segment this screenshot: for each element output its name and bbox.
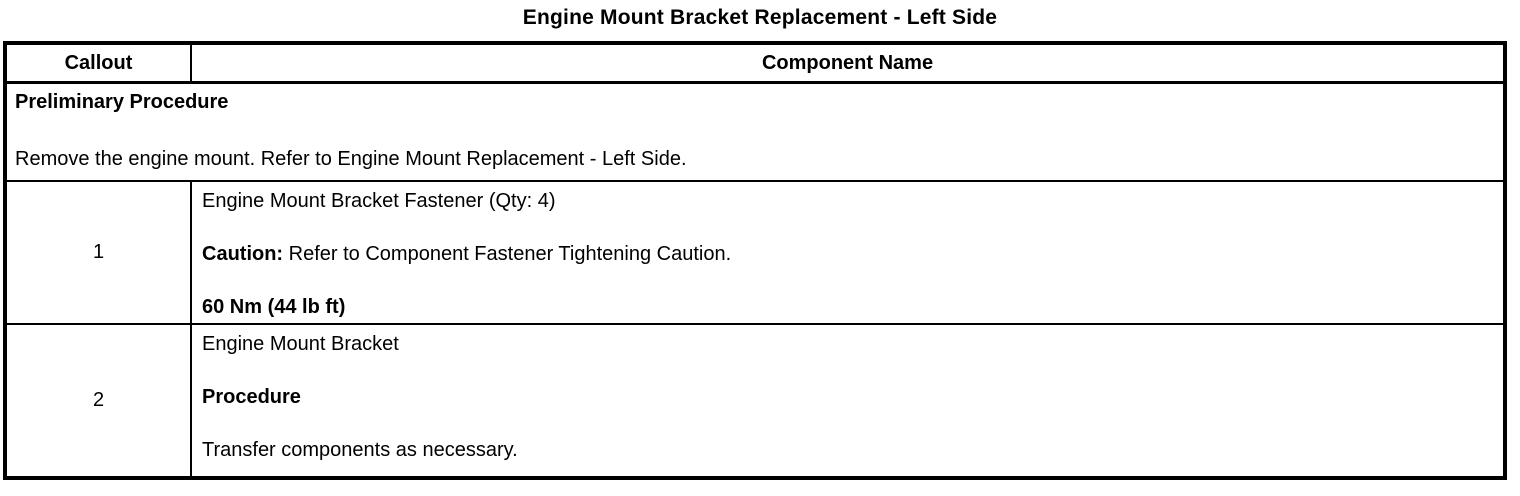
- callout-number: 1: [92, 241, 105, 263]
- preliminary-procedure-instruction: Remove the engine mount. Refer to Engine…: [15, 148, 687, 170]
- torque-line: 60 Nm (44 lb ft): [202, 296, 1493, 319]
- preliminary-procedure-heading: Preliminary Procedure: [15, 91, 1493, 114]
- preliminary-procedure-cell: Preliminary Procedure Remove the engine …: [7, 84, 1503, 180]
- callout-number-cell: 2: [7, 325, 192, 476]
- component-line: Engine Mount Bracket: [202, 333, 1493, 356]
- caution-line: Caution: Refer to Component Fastener Tig…: [202, 243, 1493, 266]
- table-row-callout-1: 1 Engine Mount Bracket Fastener (Qty: 4)…: [7, 180, 1503, 323]
- callout-number: 2: [92, 389, 105, 411]
- component-table: Callout Component Name Preliminary Proce…: [3, 41, 1507, 480]
- column-header-callout: Callout: [7, 45, 192, 81]
- procedure-label: Procedure: [202, 386, 301, 408]
- component-name-text: Engine Mount Bracket Fastener (Qty: 4): [202, 190, 556, 212]
- caution-label: Caution:: [202, 243, 284, 265]
- table-header-row: Callout Component Name: [7, 45, 1503, 84]
- caution-text: Refer to Component Fastener Tightening C…: [283, 243, 732, 265]
- procedure-instruction-text: Transfer components as necessary.: [202, 439, 518, 461]
- table-row-callout-2: 2 Engine Mount Bracket Procedure Transfe…: [7, 323, 1503, 476]
- component-name-cell: Engine Mount Bracket Procedure Transfer …: [192, 325, 1503, 476]
- column-header-component-name: Component Name: [761, 51, 934, 74]
- table-row-preliminary: Preliminary Procedure Remove the engine …: [7, 84, 1503, 180]
- component-name-cell: Engine Mount Bracket Fastener (Qty: 4) C…: [192, 182, 1503, 323]
- callout-number-cell: 1: [7, 182, 192, 323]
- component-name-text: Engine Mount Bracket: [202, 333, 399, 355]
- preliminary-procedure-label: Preliminary Procedure: [15, 91, 229, 113]
- page-title: Engine Mount Bracket Replacement - Left …: [522, 6, 998, 29]
- preliminary-procedure-text: Remove the engine mount. Refer to Engine…: [15, 148, 1493, 171]
- procedure-instruction-line: Transfer components as necessary.: [202, 439, 1493, 462]
- torque-spec: 60 Nm (44 lb ft): [202, 296, 346, 318]
- component-line: Engine Mount Bracket Fastener (Qty: 4): [202, 190, 1493, 213]
- procedure-line: Procedure: [202, 386, 1493, 409]
